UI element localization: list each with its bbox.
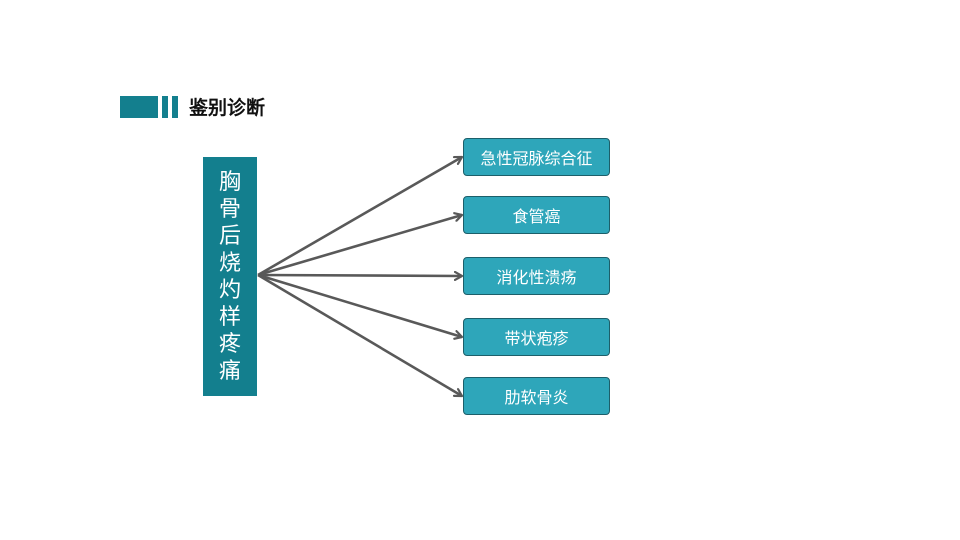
target-node-label: 消化性溃疡: [496, 268, 577, 287]
target-node-costochondritis: 肋软骨炎: [463, 377, 610, 415]
target-node-acs: 急性冠脉综合征: [463, 138, 610, 176]
target-node-label: 食管癌: [512, 207, 561, 226]
title-accent-bar: [172, 96, 178, 118]
target-node-label: 带状疱疹: [504, 329, 569, 348]
source-node-label: 胸骨后烧灼样疼痛: [218, 169, 241, 384]
connector-arrow-1: [257, 215, 462, 277]
connector-arrow-4: [257, 273, 462, 398]
target-node-esophageal-cancer: 食管癌: [463, 196, 610, 234]
source-node: 胸骨后烧灼样疼痛: [203, 157, 257, 396]
target-node-herpes-zoster: 带状疱疹: [463, 318, 610, 356]
target-node-label: 急性冠脉综合征: [480, 149, 593, 168]
title-accent-block: [120, 96, 158, 118]
target-node-label: 肋软骨炎: [504, 388, 569, 407]
connector-arrow-3: [257, 273, 462, 337]
connector-arrow-0: [257, 155, 462, 277]
target-node-peptic-ulcer: 消化性溃疡: [463, 257, 610, 295]
connector-arrow-2: [257, 275, 462, 276]
title-accent-bar: [162, 96, 168, 118]
section-title: 鉴别诊断: [189, 97, 266, 119]
